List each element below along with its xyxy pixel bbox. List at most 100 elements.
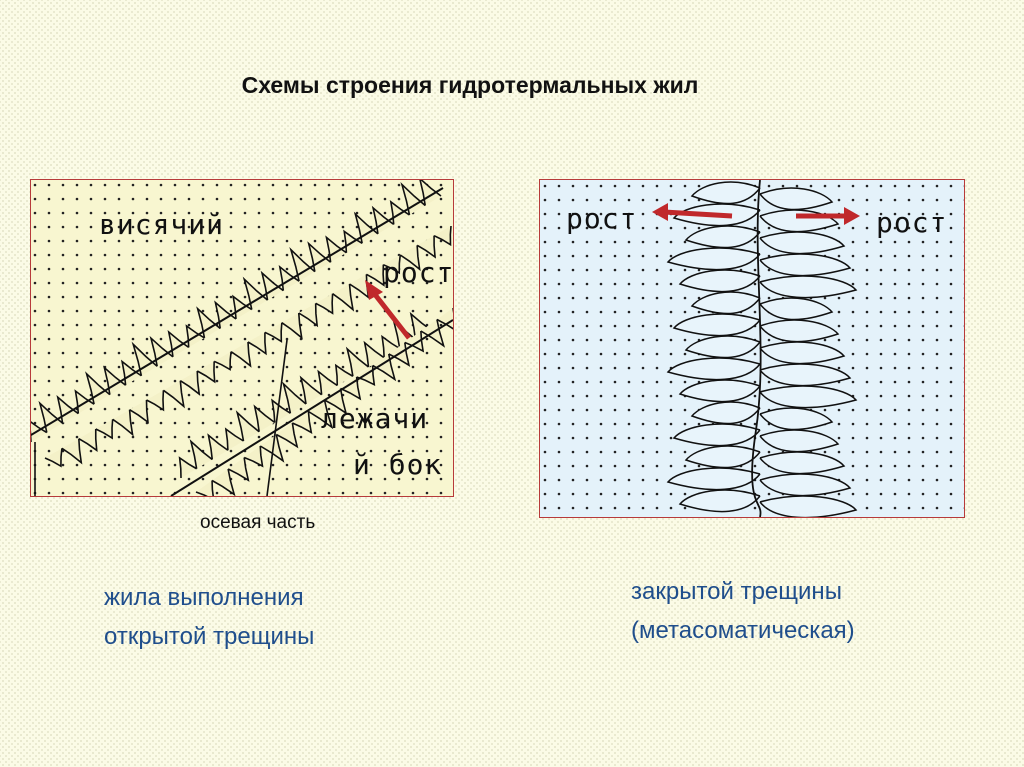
page-title: Схемы строения гидротермальных жил <box>241 72 699 98</box>
footwall-label-line1: лежачи <box>321 402 429 435</box>
crystal-left <box>684 445 761 469</box>
axial-line <box>751 180 762 517</box>
crystal-left <box>684 335 761 359</box>
crystal <box>235 410 260 442</box>
crystal <box>317 369 338 395</box>
crystal <box>353 211 379 244</box>
axial-line <box>266 339 288 496</box>
arrow-shaft <box>371 290 411 340</box>
crystal <box>227 457 250 482</box>
crystal <box>112 409 134 437</box>
crystal <box>416 235 436 259</box>
crystal-left <box>690 181 761 205</box>
crystal <box>281 312 303 340</box>
crystal <box>324 388 348 415</box>
crystal-right <box>759 297 834 321</box>
crystal <box>224 427 244 451</box>
crystal-left <box>666 247 761 271</box>
crystal <box>315 293 334 315</box>
footwall-label-line2: й бок <box>353 448 443 481</box>
growth-arrow <box>365 280 411 340</box>
crystal <box>44 448 63 468</box>
crystal-right <box>759 341 846 365</box>
closed-fissure-caption-line1: закрытой трещины <box>631 578 842 605</box>
crystal-right <box>759 275 858 299</box>
crystal <box>211 468 236 496</box>
crystal-left <box>672 313 761 337</box>
crystal <box>399 245 421 272</box>
crystal <box>179 370 201 396</box>
crystal <box>242 276 269 310</box>
arrow-head <box>365 280 383 300</box>
growth-label-right: рост <box>876 206 948 239</box>
crystal <box>61 438 83 465</box>
open-fissure-vein-drawing <box>31 180 453 496</box>
crystal <box>189 439 213 469</box>
crystal <box>162 380 185 409</box>
crystal-right <box>759 231 846 255</box>
crystal <box>275 422 299 449</box>
open-fissure-caption: жила выполнения открытой трещины <box>104 578 314 656</box>
crystal <box>363 340 385 368</box>
metasomatic-vein-drawing <box>540 180 964 517</box>
crystal <box>259 434 285 463</box>
closed-fissure-vein-diagram: рост рост <box>539 179 965 518</box>
crystal <box>345 346 369 377</box>
crystal-right <box>759 451 846 475</box>
crystal <box>298 303 319 328</box>
crystal <box>334 363 354 386</box>
crystal-left <box>690 291 761 315</box>
crystal <box>400 182 426 216</box>
crystal-left <box>666 357 761 381</box>
vein-crystal-column <box>666 180 858 517</box>
growth-label-left: рост <box>566 202 638 235</box>
crystal-right <box>759 407 834 431</box>
crystal-right <box>759 187 834 211</box>
crystal <box>207 433 229 460</box>
crystal <box>78 428 98 452</box>
arrow-left-head <box>652 203 668 221</box>
hanging-wall-contact <box>31 187 444 436</box>
crystal <box>196 361 216 384</box>
crystal-right <box>759 319 840 343</box>
crystal-right <box>759 429 840 453</box>
crystal <box>340 376 362 401</box>
growth-label: рост <box>383 256 454 289</box>
hanging-wall-label: висячий <box>99 208 225 241</box>
arrow-left-shaft <box>663 209 733 219</box>
crystal <box>85 371 111 405</box>
footwall-contact <box>170 319 453 496</box>
closed-fissure-caption: закрытой трещины (метасоматическая) <box>631 572 855 650</box>
crystal <box>433 225 452 247</box>
crystal-left <box>666 467 761 491</box>
crystal-left <box>678 489 761 513</box>
crystal-right <box>759 385 858 409</box>
crystal-left <box>672 423 761 447</box>
crystal <box>247 332 267 356</box>
crystal-left <box>684 225 761 249</box>
crystal <box>381 334 401 358</box>
crystal-right <box>759 363 852 387</box>
crystal <box>332 283 355 312</box>
crystal-right <box>759 473 852 497</box>
crystal <box>282 381 307 414</box>
crystal-right <box>759 253 852 277</box>
crystal <box>131 341 158 376</box>
crystal <box>366 264 385 287</box>
crystal-left <box>690 401 761 425</box>
crystal <box>404 330 425 353</box>
crystal <box>308 399 334 430</box>
crystal <box>253 404 276 432</box>
open-fissure-caption-line1: жила выполнения <box>104 584 304 611</box>
crystal-left <box>678 379 761 403</box>
crystal <box>289 247 316 282</box>
crystal <box>213 351 232 371</box>
crystal <box>178 456 198 479</box>
crystal <box>299 375 323 405</box>
crystal <box>230 341 252 368</box>
open-fissure-vein-diagram: висячий рост лежачи й бок <box>30 179 454 497</box>
axial-part-caption: осевая часть <box>200 512 316 533</box>
crystal <box>383 254 402 275</box>
crystal <box>95 419 114 440</box>
crystal <box>243 445 264 468</box>
